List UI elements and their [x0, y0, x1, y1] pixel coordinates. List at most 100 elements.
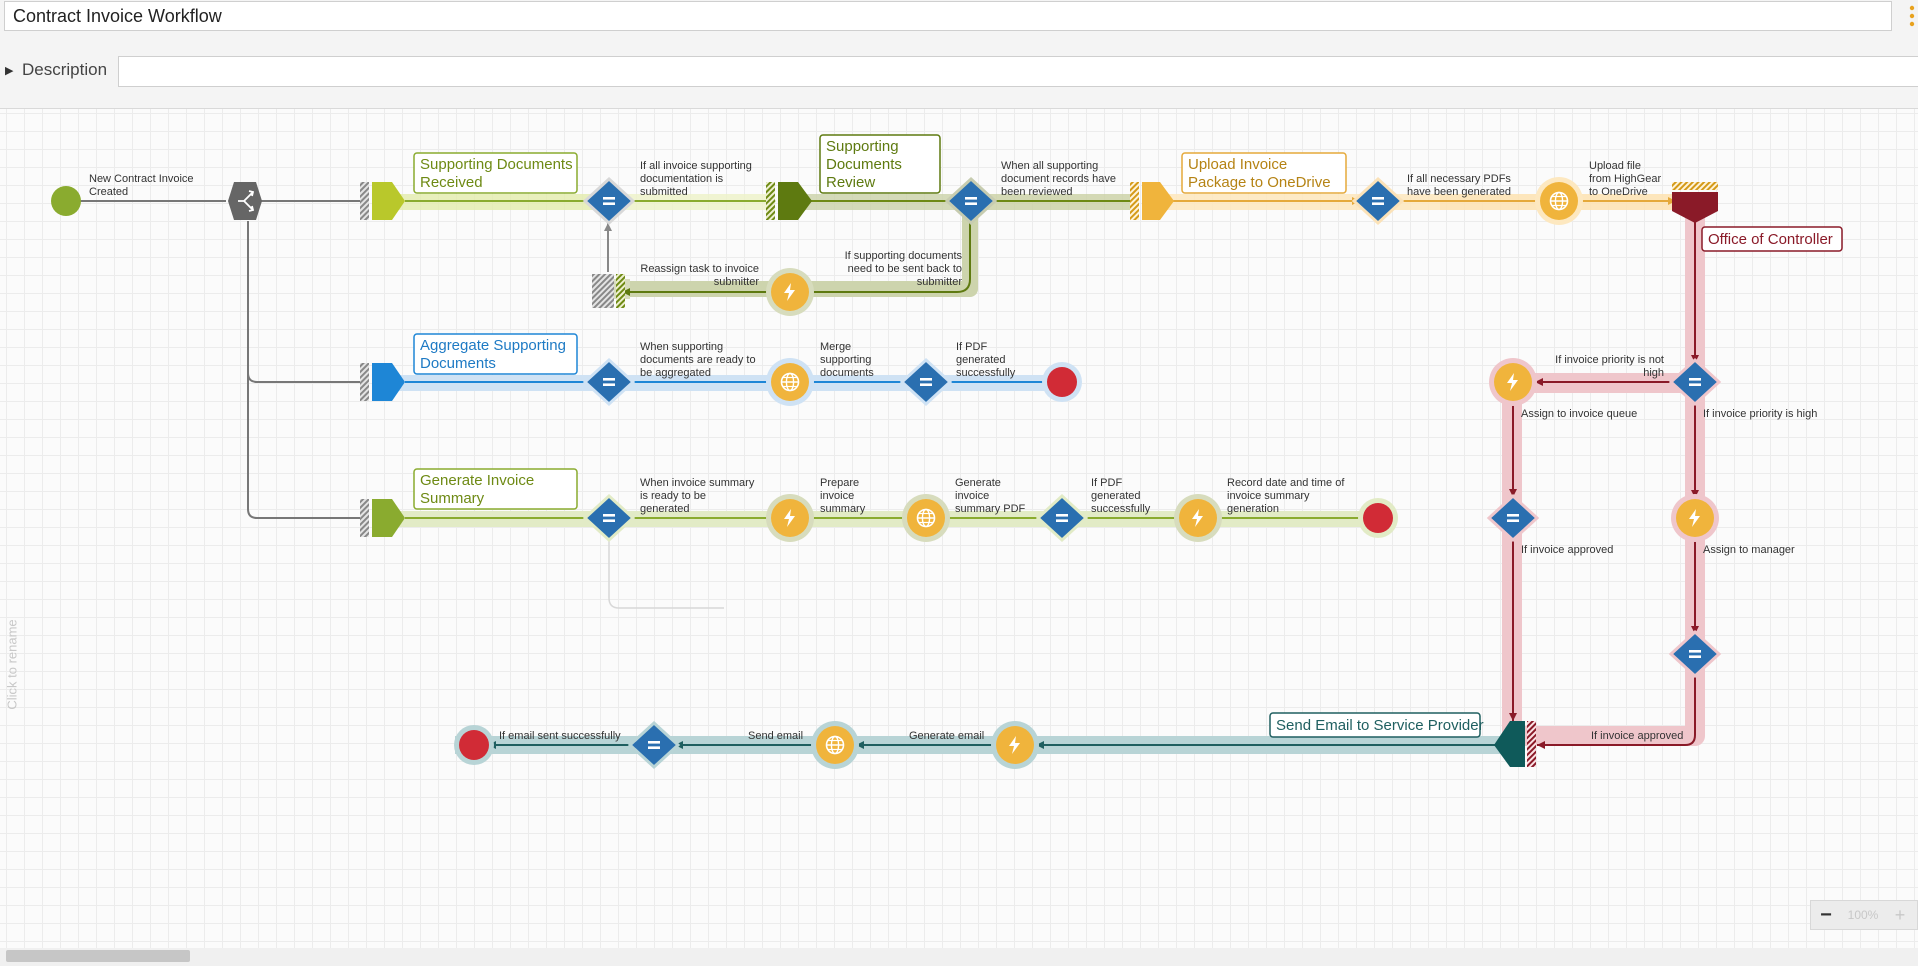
- decision-approved-right[interactable]: [1668, 629, 1722, 679]
- svg-text:Review: Review: [826, 174, 875, 191]
- svg-text:is ready to be: is ready to be: [640, 490, 706, 502]
- zoom-control: − 100% +: [1810, 900, 1918, 930]
- decision-summary-ready[interactable]: [582, 493, 636, 543]
- decision-priority[interactable]: [1668, 357, 1722, 407]
- action-gen-pdf[interactable]: [902, 494, 950, 542]
- end-node-generate[interactable]: [1358, 498, 1398, 538]
- description-input[interactable]: [118, 56, 1918, 87]
- svg-text:submitted: submitted: [640, 186, 688, 198]
- svg-text:document records have: document records have: [1001, 173, 1116, 185]
- svg-text:Assign to invoice queue: Assign to invoice queue: [1521, 408, 1637, 420]
- svg-text:New Contract Invoice: New Contract Invoice: [89, 173, 194, 185]
- lane-entry-supporting-review[interactable]: [778, 182, 812, 220]
- lane-title-supporting-received[interactable]: Supporting Documents Received: [413, 152, 578, 194]
- decision-pdf-ok-1[interactable]: [899, 357, 953, 407]
- svg-text:Upload Invoice: Upload Invoice: [1188, 156, 1287, 173]
- decision-approved-left[interactable]: [1486, 493, 1540, 543]
- svg-text:summary PDF: summary PDF: [955, 503, 1026, 515]
- action-assign-manager[interactable]: [1671, 494, 1719, 542]
- svg-text:invoice summary: invoice summary: [1227, 490, 1310, 502]
- svg-text:submitter: submitter: [917, 276, 963, 288]
- decision-submitted[interactable]: [582, 176, 636, 226]
- lane-label-send-email: Send Email to Service Provider: [1276, 717, 1484, 734]
- svg-text:If invoice approved: If invoice approved: [1591, 730, 1683, 742]
- more-menu-icon[interactable]: [1906, 2, 1918, 30]
- svg-text:Send email: Send email: [748, 730, 803, 742]
- lane-title-supporting-review[interactable]: Supporting Documents Review: [819, 134, 941, 194]
- svg-text:When invoice summary: When invoice summary: [640, 477, 755, 489]
- lane-title-controller[interactable]: Office of Controller: [1701, 226, 1843, 252]
- decision-reviewed[interactable]: [944, 176, 998, 226]
- end-node-aggregate[interactable]: [1042, 362, 1082, 402]
- decision-pdf-ok-2[interactable]: [1035, 493, 1089, 543]
- svg-text:Supporting: Supporting: [826, 138, 899, 155]
- svg-text:If invoice priority is not: If invoice priority is not: [1555, 354, 1664, 366]
- svg-text:Generate: Generate: [955, 477, 1001, 489]
- svg-text:Documents: Documents: [420, 355, 496, 372]
- workflow-title: Contract Invoice Workflow: [13, 5, 222, 26]
- svg-text:generated: generated: [640, 503, 690, 515]
- svg-text:to OneDrive: to OneDrive: [1589, 186, 1648, 198]
- zoom-level: 100%: [1847, 908, 1879, 922]
- svg-text:When supporting: When supporting: [640, 341, 723, 353]
- zoom-out-button[interactable]: −: [1820, 903, 1832, 926]
- decision-aggregated[interactable]: [582, 357, 636, 407]
- zoom-in-button[interactable]: +: [1894, 904, 1906, 925]
- svg-text:If PDF: If PDF: [1091, 477, 1122, 489]
- horizontal-scrollbar-thumb[interactable]: [6, 950, 190, 962]
- action-generate-email[interactable]: [991, 721, 1039, 769]
- lane-label-received-2: Received: [420, 174, 483, 191]
- svg-text:Package to OneDrive: Package to OneDrive: [1188, 174, 1331, 191]
- workflow-title-input[interactable]: Contract Invoice Workflow: [4, 1, 1892, 31]
- lane-title-upload[interactable]: Upload Invoice Package to OneDrive: [1181, 152, 1347, 194]
- decision-pdfs[interactable]: [1351, 176, 1405, 226]
- svg-text:high: high: [1643, 367, 1664, 379]
- action-assign-queue[interactable]: [1489, 358, 1537, 406]
- svg-text:Generate Invoice: Generate Invoice: [420, 472, 534, 489]
- svg-text:Upload file: Upload file: [1589, 160, 1641, 172]
- split-gateway[interactable]: [228, 182, 262, 220]
- lane-title-generate[interactable]: Generate Invoice Summary: [413, 468, 578, 510]
- action-merge[interactable]: [766, 358, 814, 406]
- svg-text:be aggregated: be aggregated: [640, 367, 711, 379]
- start-node[interactable]: [51, 186, 81, 216]
- lane-title-aggregate[interactable]: Aggregate Supporting Documents: [413, 333, 578, 375]
- svg-text:documentation is: documentation is: [640, 173, 724, 185]
- action-prepare[interactable]: [766, 494, 814, 542]
- lane-entry-supporting-received[interactable]: [372, 182, 405, 220]
- svg-text:Generate email: Generate email: [909, 730, 984, 742]
- svg-text:need to be sent back to: need to be sent back to: [848, 263, 962, 275]
- lane-entry-send-email[interactable]: [1494, 721, 1525, 767]
- lane-entry-aggregate[interactable]: [372, 363, 405, 401]
- svg-text:from HighGear: from HighGear: [1589, 173, 1661, 185]
- workflow-diagram: Supporting Documents Received Supporting…: [51, 134, 1843, 770]
- end-node-email[interactable]: [454, 725, 494, 765]
- svg-text:invoice: invoice: [955, 490, 989, 502]
- svg-text:If invoice priority is high: If invoice priority is high: [1703, 408, 1817, 420]
- svg-text:If invoice approved: If invoice approved: [1521, 544, 1613, 556]
- action-record[interactable]: [1174, 494, 1222, 542]
- horizontal-scrollbar[interactable]: [0, 948, 1918, 966]
- workflow-canvas[interactable]: Click to rename: [0, 108, 1918, 949]
- lane-entry-generate[interactable]: [372, 499, 405, 537]
- svg-text:supporting: supporting: [820, 354, 871, 366]
- svg-text:generation: generation: [1227, 503, 1279, 515]
- lane-title-send-email[interactable]: Send Email to Service Provider: [1269, 712, 1484, 738]
- svg-text:generated: generated: [1091, 490, 1141, 502]
- lane-entry-upload[interactable]: [1142, 182, 1174, 220]
- svg-text:Prepare: Prepare: [820, 477, 859, 489]
- decision-email-ok[interactable]: [627, 720, 681, 770]
- svg-text:If all necessary PDFs: If all necessary PDFs: [1407, 173, 1511, 185]
- svg-text:Assign to manager: Assign to manager: [1703, 544, 1795, 556]
- action-upload-file[interactable]: [1535, 177, 1583, 225]
- action-send-email[interactable]: [811, 721, 859, 769]
- lane-entry-controller[interactable]: [1672, 192, 1718, 223]
- description-label[interactable]: Description: [22, 60, 108, 79]
- action-reassign[interactable]: [766, 268, 814, 316]
- description-expand-icon[interactable]: ▶: [5, 65, 14, 77]
- svg-text:Aggregate Supporting: Aggregate Supporting: [420, 337, 566, 354]
- svg-text:been reviewed: been reviewed: [1001, 186, 1073, 198]
- svg-text:Reassign task to invoice: Reassign task to invoice: [640, 263, 759, 275]
- svg-text:Merge: Merge: [820, 341, 851, 353]
